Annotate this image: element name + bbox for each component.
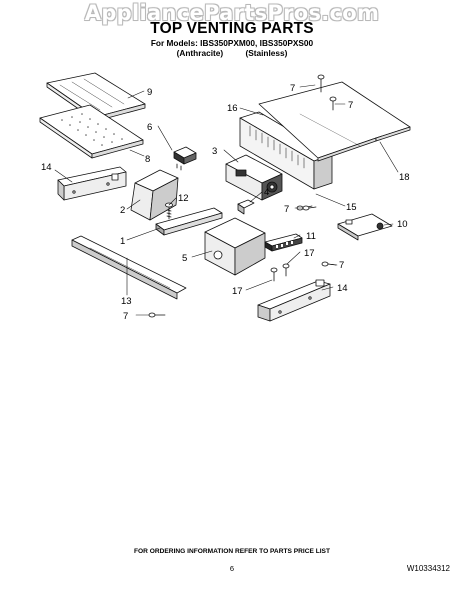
- watermark-text: AppliancePartsPros.com: [84, 1, 380, 25]
- callout-5: 5: [182, 253, 187, 264]
- callout-7-d: 7: [339, 260, 344, 271]
- part-1-duct-channel: [155, 207, 223, 236]
- callout-1: 1: [120, 236, 125, 247]
- screw-7-mid: [302, 205, 317, 211]
- callout-6: 6: [147, 122, 152, 133]
- callout-16: 16: [227, 103, 238, 114]
- leader-lines: [54, 84, 399, 316]
- callout-8: 8: [145, 154, 150, 165]
- callout-12: 12: [178, 193, 189, 204]
- variants-line: (Anthracite) (Stainless): [0, 48, 464, 58]
- part-11-terminal-block: [264, 233, 303, 252]
- callout-2: 2: [120, 205, 125, 216]
- callout-13: 13: [121, 296, 132, 307]
- document-number: W10334312: [406, 564, 450, 573]
- callout-10: 10: [397, 219, 408, 230]
- part-12-screw: [165, 202, 173, 220]
- callout-7-e: 7: [123, 311, 128, 322]
- callout-17-b: 17: [232, 286, 243, 297]
- callout-7-b: 7: [348, 100, 353, 111]
- screw-7-top-a: [317, 74, 325, 93]
- page-title: TOP VENTING PARTS: [150, 20, 314, 37]
- part-3-blower-motor: [225, 154, 283, 201]
- screw-17-a: [270, 267, 278, 282]
- part-10-thermal-bracket: [337, 213, 393, 241]
- callout-4: 4: [264, 187, 269, 198]
- callout-14-right: 14: [337, 283, 348, 294]
- part-14-left-bracket: [57, 166, 127, 201]
- callout-17-a: 17: [304, 248, 315, 259]
- callout-15: 15: [346, 202, 357, 213]
- screw-17-b: [282, 263, 290, 277]
- callout-9: 9: [147, 87, 152, 98]
- footer-note: FOR ORDERING INFORMATION REFER TO PARTS …: [134, 548, 330, 555]
- page-number: 6: [229, 564, 235, 573]
- callout-3: 3: [212, 146, 217, 157]
- models-line: For Models: IBS350PXM00, IBS350PXS00: [150, 38, 314, 48]
- part-6-switch: [173, 146, 197, 171]
- callout-18: 18: [399, 172, 410, 183]
- screw-7-bottom: [148, 312, 166, 318]
- part-18-top-cover: [258, 81, 411, 162]
- callout-11: 11: [306, 231, 316, 242]
- screw-7-top-b: [329, 96, 337, 111]
- part-14-right-bracket: [257, 279, 331, 322]
- variant-stainless: (Stainless): [245, 48, 288, 58]
- part-5-bracket: [204, 217, 266, 276]
- part-4-clip: [237, 199, 255, 215]
- part-8-vent-plate: [39, 104, 144, 159]
- callout-7-c: 7: [284, 204, 289, 215]
- callout-7-a: 7: [290, 83, 295, 94]
- part-2-shroud: [130, 169, 179, 221]
- variant-anthracite: (Anthracite): [176, 48, 224, 58]
- callout-14-left: 14: [41, 162, 52, 173]
- part-13-long-rail: [71, 235, 187, 300]
- callout-numbers: 9 6 8 14 3 16 7 7 18 12 2 1 4 7 15 10 11…: [41, 83, 410, 322]
